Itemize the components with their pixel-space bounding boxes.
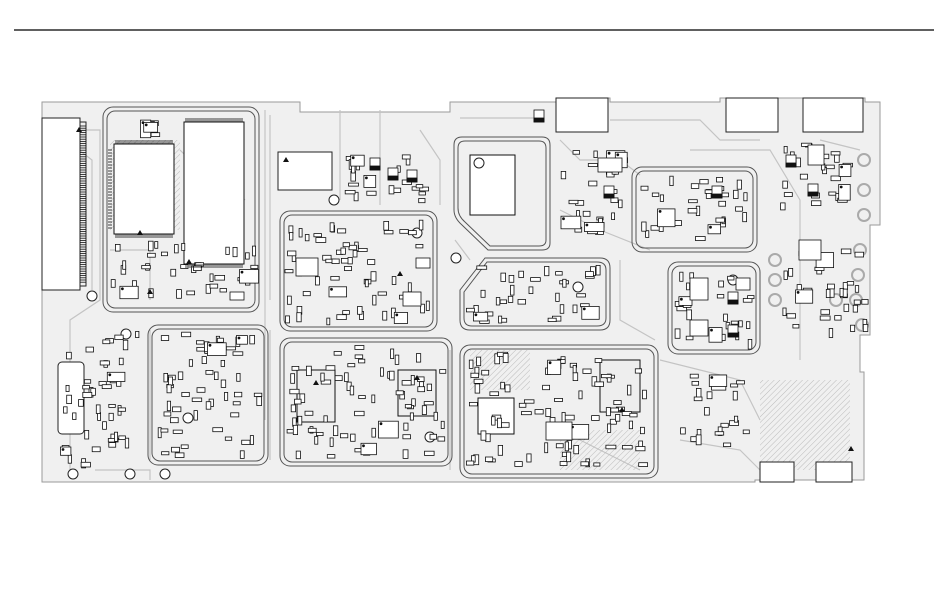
top-connector-b	[726, 98, 778, 132]
top-connector-a	[556, 98, 608, 132]
edge-connector	[42, 118, 80, 290]
memory-ic	[184, 122, 244, 264]
jack-a	[760, 462, 794, 482]
processor-ic	[114, 144, 174, 234]
jack-b	[816, 462, 852, 482]
top-connector-c	[803, 98, 863, 132]
